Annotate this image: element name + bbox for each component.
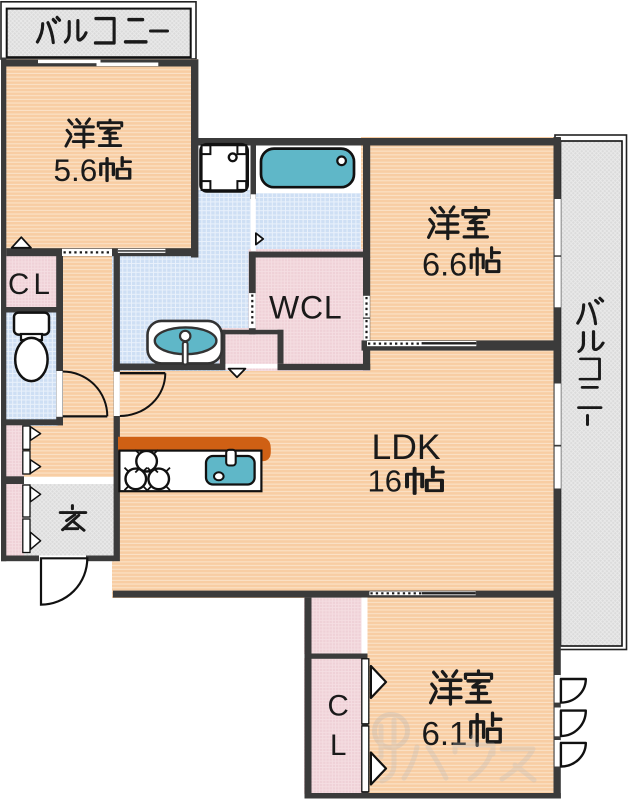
svg-text:L: L — [34, 268, 50, 301]
svg-text:5.6: 5.6 — [54, 152, 98, 188]
svg-text:6.6: 6.6 — [422, 247, 467, 283]
svg-text:L: L — [330, 729, 346, 762]
svg-text:C: C — [328, 690, 349, 723]
svg-text:6.1: 6.1 — [422, 715, 468, 752]
svg-text:16: 16 — [368, 464, 402, 499]
svg-text:LDK: LDK — [372, 427, 441, 467]
svg-text:C: C — [8, 268, 29, 301]
svg-text:WCL: WCL — [269, 290, 343, 326]
